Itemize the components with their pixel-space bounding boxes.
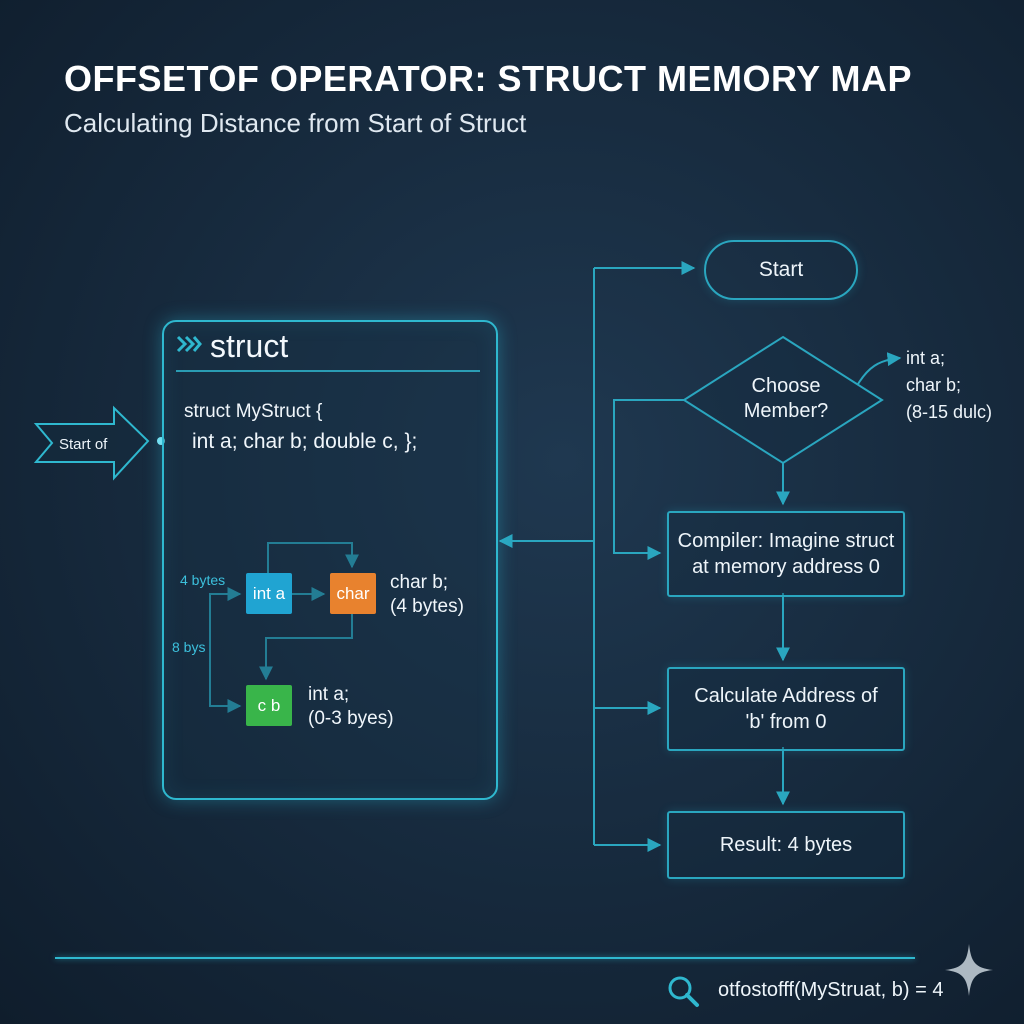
struct-panel-heading: struct (210, 327, 289, 364)
memory-box-int-a: int a (246, 573, 292, 614)
flow-calculate-box: Calculate Address of 'b' from 0 (667, 667, 905, 751)
offsetof-formula: otfostofff(MyStruat, b) = 4 (718, 979, 944, 1001)
flow-decision-label: Choose Member? (716, 374, 856, 424)
note-int-a: int a; (0-3 byes) (308, 683, 394, 731)
compiler-line2: at memory address 0 (692, 556, 880, 578)
note-int-a-line2: (0-3 byes) (308, 708, 394, 729)
compiler-line1: Compiler: Imagine struct (677, 530, 895, 552)
sparkle-icon (943, 942, 995, 1003)
memory-box-c: c b (246, 685, 292, 726)
decision-side-note: int a; char b; (8-15 dulc) (906, 345, 992, 426)
note-char-b: char b; (4 bytes) (390, 571, 464, 619)
decision-line2: Member? (743, 400, 829, 422)
calc-line1: Calculate Address of (694, 685, 878, 707)
decision-to-compiler-loop (613, 399, 684, 560)
char-to-c (259, 614, 353, 681)
note-int-a-line1: int a; (308, 684, 350, 705)
flow-result-box: Result: 4 bytes (667, 811, 905, 879)
flow-start-node: Start (704, 240, 858, 300)
flow-compiler-box: Compiler: Imagine struct at memory addre… (667, 511, 905, 597)
decision-to-note (857, 352, 902, 385)
double-chevron-right-icon (176, 334, 202, 359)
memory-box-char: char (330, 573, 376, 614)
code-line-struct-declaration: struct MyStruct { (184, 401, 323, 422)
page-subtitle: Calculating Distance from Start of Struc… (64, 108, 527, 138)
search-icon (666, 974, 702, 1015)
decision-line1: Choose (751, 375, 821, 397)
start-arrow-label: Start of (59, 436, 108, 453)
code-line-members: int a; char b; double c, }; (192, 430, 418, 453)
label-8-bys: 8 bys (172, 639, 206, 655)
top-loop (267, 542, 359, 573)
page-title: OFFSETOF OPERATOR: STRUCT MEMORY MAP (64, 58, 913, 99)
side-note-line2: char b; (906, 375, 962, 395)
note-char-b-line2: (4 bytes) (390, 596, 464, 617)
struct-panel (162, 320, 498, 800)
struct-panel-divider (176, 370, 480, 372)
side-note-line1: int a; (906, 348, 946, 368)
start-arrow-shape (33, 405, 150, 481)
note-char-b-line1: char b; (390, 572, 449, 593)
struct-panel-header: struct (176, 326, 288, 366)
calc-line2: 'b' from 0 (745, 711, 827, 733)
label-4-bytes: 4 bytes (180, 572, 226, 588)
side-note-line3: (8-15 dulc) (906, 402, 993, 422)
footer-divider (55, 957, 915, 959)
